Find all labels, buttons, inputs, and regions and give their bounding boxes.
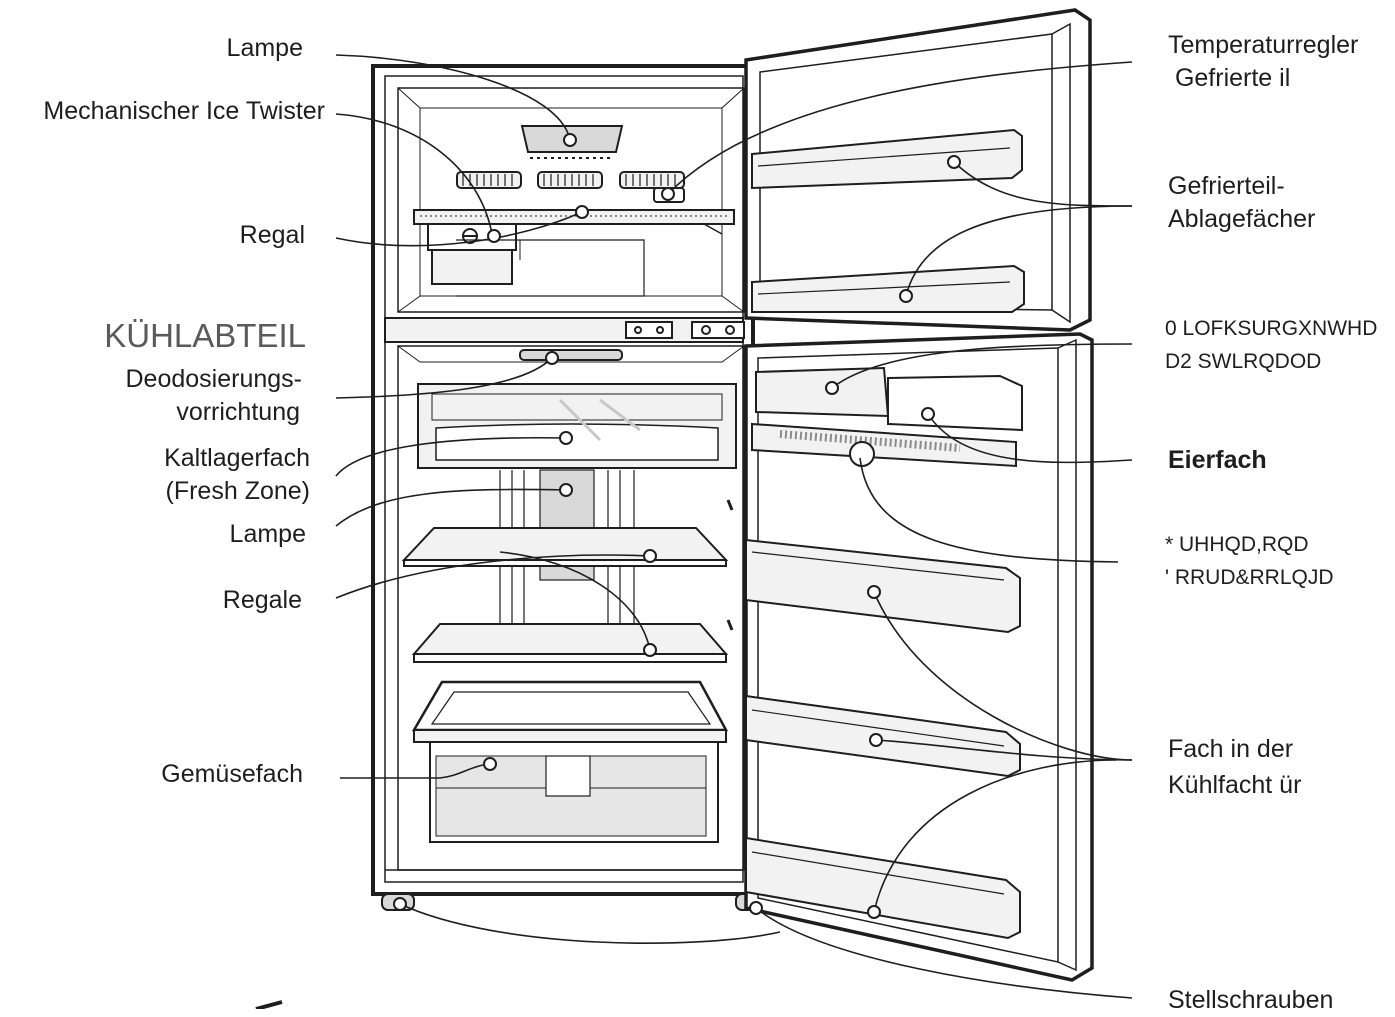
label-lampe-mid: Lampe xyxy=(229,520,306,548)
label-green-1: * UHHQD,RQD xyxy=(1165,533,1309,556)
freezer-compartment xyxy=(397,87,745,313)
label-milch-1: 0 LOFKSURGXNWHD xyxy=(1165,317,1378,340)
label-deodo-1: Deodosierungs- xyxy=(125,365,303,393)
callout-dots xyxy=(393,133,961,919)
label-kuehlabteil: KÜHLABTEIL xyxy=(104,317,306,354)
label-gemuese: Gemüsefach xyxy=(161,760,303,788)
label-gefrier-1: Gefrierteil- xyxy=(1168,172,1285,200)
label-milch-2: D2 SWLRQDOD xyxy=(1165,350,1322,373)
label-fach-1: Fach in der xyxy=(1168,735,1294,763)
label-temp-1: Temperaturregler xyxy=(1168,31,1359,59)
label-ice-twister: Mechanischer Ice Twister xyxy=(43,97,325,125)
label-eierfach: Eierfach xyxy=(1168,446,1267,474)
label-temp-2: Gefrierte il xyxy=(1168,64,1291,92)
label-regal: Regal xyxy=(239,221,305,249)
label-lampe-top: Lampe xyxy=(226,34,303,62)
label-stell: Stellschrauben xyxy=(1168,986,1334,1014)
leader-lines xyxy=(335,54,1133,999)
label-kaltlager-1: Kaltlagerfach xyxy=(164,444,310,472)
label-fach-2: Kühlfacht ür xyxy=(1168,771,1302,799)
freezer-door xyxy=(744,8,1092,332)
label-regale: Regale xyxy=(222,586,302,614)
label-deodo-2: vorrichtung xyxy=(176,398,300,426)
label-gefrier-2: Ablagefächer xyxy=(1168,205,1316,233)
label-kaltlager-2: (Fresh Zone) xyxy=(165,477,310,505)
fridge-door xyxy=(744,332,1094,982)
label-green-2: ' RRUD&RRLQJD xyxy=(1165,566,1334,589)
